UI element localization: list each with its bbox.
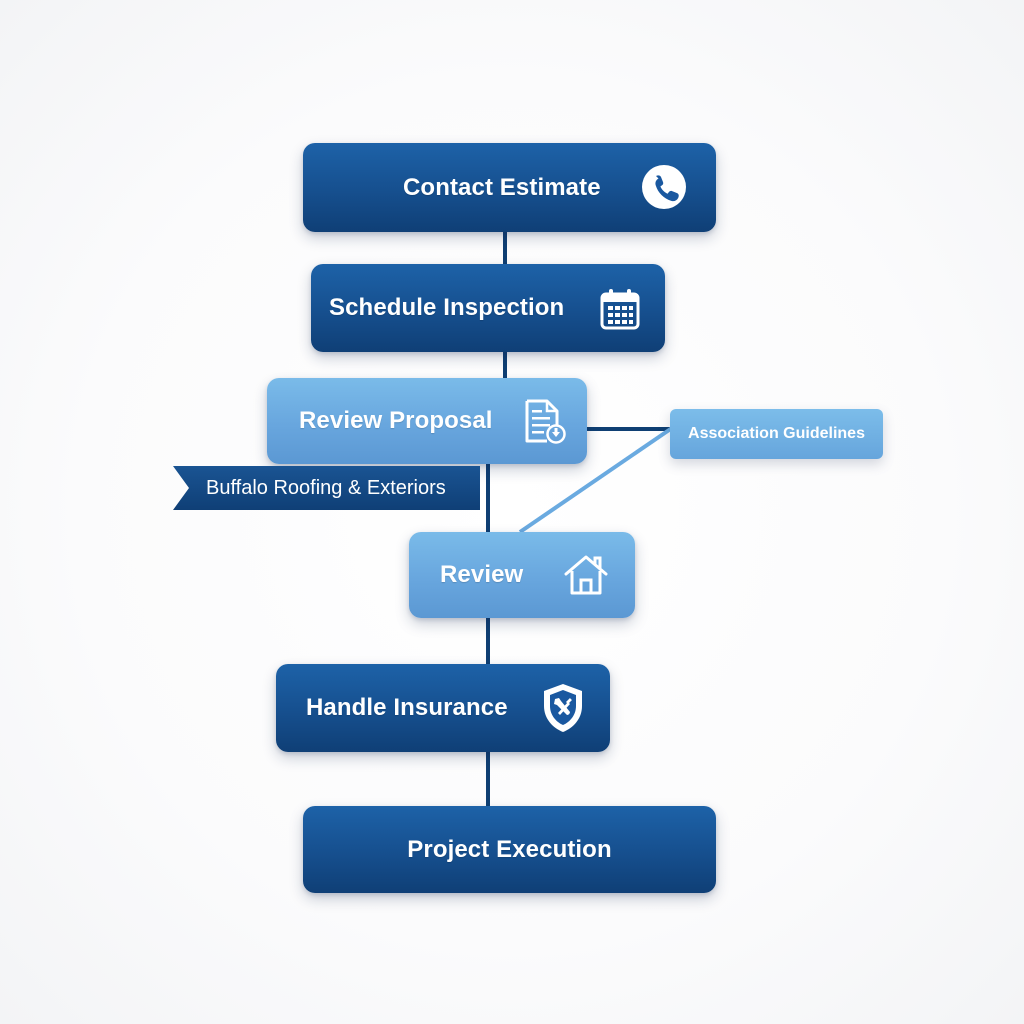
calendar-icon bbox=[599, 287, 641, 331]
step-schedule-inspection[interactable]: Schedule Inspection bbox=[311, 264, 665, 352]
step-handle-insurance[interactable]: Handle Insurance bbox=[276, 664, 610, 752]
connector-review-insurance bbox=[486, 616, 490, 666]
connector-proposal-association bbox=[586, 427, 672, 431]
company-ribbon: Buffalo Roofing & Exteriors bbox=[173, 466, 480, 510]
house-icon bbox=[563, 554, 609, 596]
phone-icon bbox=[641, 164, 687, 210]
step-label: Review Proposal bbox=[299, 407, 493, 434]
step-project-execution[interactable]: Project Execution bbox=[303, 806, 716, 893]
step-label: Schedule Inspection bbox=[329, 294, 565, 321]
side-note-association-guidelines[interactable]: Association Guidelines bbox=[670, 409, 883, 459]
step-contact-estimate[interactable]: Contact Estimate bbox=[303, 143, 716, 232]
step-review-proposal[interactable]: Review Proposal bbox=[267, 378, 587, 464]
step-review[interactable]: Review bbox=[409, 532, 635, 618]
step-label: Review bbox=[440, 561, 524, 588]
connector-proposal-review bbox=[486, 462, 490, 534]
step-label: Handle Insurance bbox=[306, 694, 508, 721]
connector-insurance-execution bbox=[486, 750, 490, 808]
side-note-label: Association Guidelines bbox=[688, 425, 865, 442]
document-download-icon bbox=[523, 398, 569, 446]
connector-contact-schedule bbox=[503, 230, 507, 266]
company-name: Buffalo Roofing & Exteriors bbox=[206, 476, 446, 499]
step-label: Contact Estimate bbox=[403, 173, 601, 201]
shield-wrench-icon bbox=[540, 682, 586, 734]
connector-schedule-proposal bbox=[503, 350, 507, 380]
step-label: Project Execution bbox=[407, 835, 612, 863]
